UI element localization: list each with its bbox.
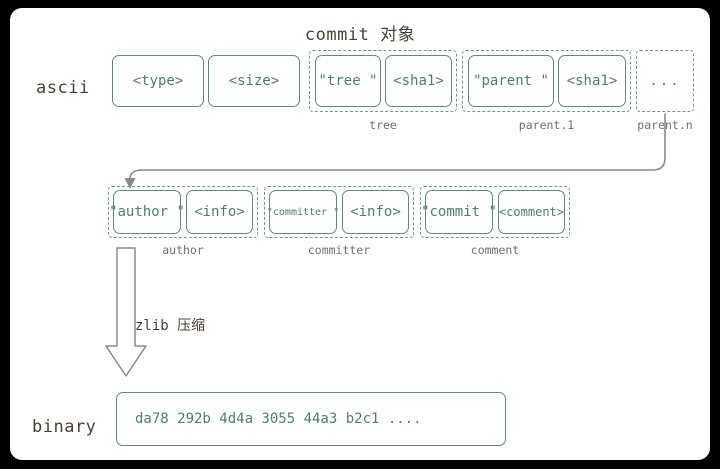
transform-label: zlib 压缩 [135, 318, 206, 334]
caption-tree: tree [369, 118, 397, 132]
meta-group-committer [264, 186, 414, 238]
ascii-group-tree [309, 50, 457, 112]
caption-parent-n: parent.n [637, 118, 693, 132]
caption-parent-1: parent.1 [518, 118, 575, 132]
meta-field-author-info: <info> [186, 190, 253, 234]
ascii-group-parent-n: ... [636, 50, 694, 112]
ascii-group-parent-1 [462, 50, 631, 112]
meta-group-comment [420, 186, 570, 238]
zlib-block-arrow [105, 247, 147, 377]
diagram-stage: commit 对象 ascii binary <type> <size> "tr… [10, 8, 710, 460]
diagram-card: commit 对象 ascii binary <type> <size> "tr… [10, 8, 710, 460]
meta-field-comment-value: <comment> [498, 190, 565, 234]
caption-committer: committer [307, 243, 371, 257]
meta-field-committer-info: <info> [342, 190, 409, 234]
ascii-field-parent-key: "parent " [468, 55, 554, 107]
caption-author: author [162, 243, 204, 257]
binary-value-box: da78 292b 4d4a 3055 44a3 b2c1 .... [116, 392, 506, 446]
meta-field-author-key: "author " [109, 190, 185, 234]
ascii-field-type: <type> [112, 55, 204, 107]
meta-field-committer-key: "committer " [267, 190, 339, 234]
ascii-field-tree-key: "tree " [315, 55, 381, 107]
ascii-field-size: <size> [208, 55, 300, 107]
meta-group-author [108, 186, 258, 238]
caption-comment: comment [470, 243, 520, 257]
row-label-binary: binary [32, 417, 97, 437]
row-label-ascii: ascii [36, 78, 90, 98]
ascii-field-parent-sha1: <sha1> [558, 55, 626, 107]
page-title: commit 对象 [304, 25, 416, 45]
ascii-field-tree-sha1: <sha1> [385, 55, 452, 107]
meta-field-comment-key: "commit " [421, 190, 497, 234]
